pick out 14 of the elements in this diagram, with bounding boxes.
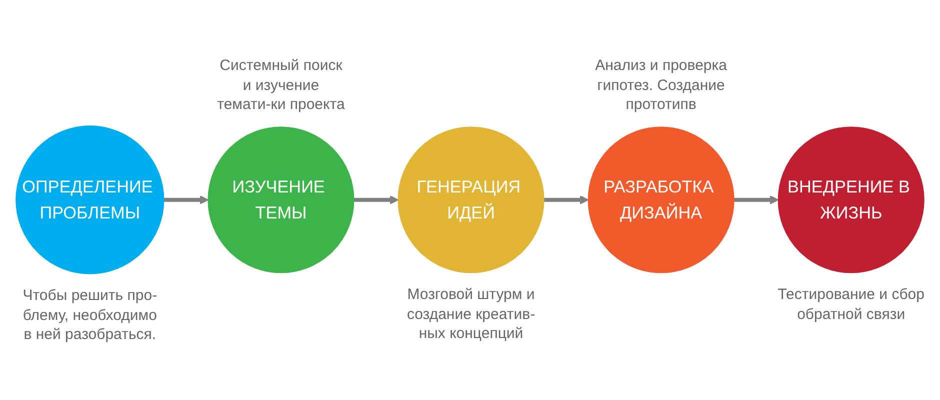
arrow [734, 196, 779, 204]
arrow [354, 196, 399, 204]
step-description: Чтобы решить про-блему, необходимо в ней разобраться. [22, 286, 158, 346]
step-description: Мозговой штурм и создание креатив-ных концепций [406, 284, 536, 344]
step-description: Тестирование и сбор обратной связи [776, 284, 926, 324]
node-circle: РАЗРАБОТКА ДИЗАЙНА [588, 126, 734, 274]
step-description: Системный поиск и изучение темати-ки проекта [216, 56, 346, 116]
node-circle: ОПРЕДЕЛЕНИЕ ПРОБЛЕМЫ [16, 126, 164, 274]
step-description: Анализ и проверка гипотез. Создание прототипв [594, 56, 728, 116]
node-circle: ГЕНЕРАЦИЯ ИДЕЙ [398, 126, 544, 274]
arrow [164, 196, 209, 204]
node-circle: ВНЕДРЕНИЕ В ЖИЗНЬ [778, 126, 924, 274]
node-circle: ИЗУЧЕНИЕ ТЕМЫ [208, 126, 354, 274]
arrow [544, 196, 589, 204]
